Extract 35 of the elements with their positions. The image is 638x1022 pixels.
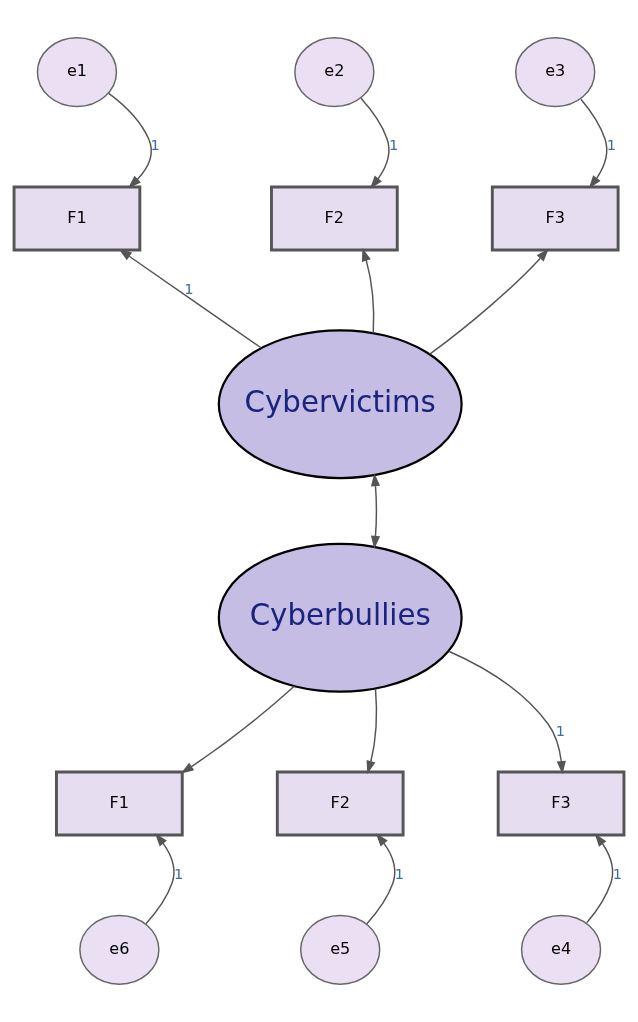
edge-label: 1 bbox=[173, 864, 184, 882]
node-box: F2 bbox=[275, 770, 405, 837]
edge-label: 1 bbox=[150, 136, 160, 154]
node-box: F1 bbox=[12, 185, 142, 252]
arrow bbox=[180, 685, 295, 774]
edge-label: 1 bbox=[606, 136, 617, 154]
node-ellipse: e5 bbox=[300, 914, 381, 985]
arrow bbox=[361, 248, 375, 334]
node-ellipse: Cyberbullies bbox=[217, 542, 463, 693]
arrow bbox=[580, 98, 608, 189]
edge-label: 1 bbox=[388, 136, 399, 154]
node-box: F3 bbox=[490, 185, 620, 252]
edge-label: 1 bbox=[555, 721, 565, 739]
arrow bbox=[118, 248, 262, 349]
node-box: F2 bbox=[270, 185, 399, 252]
node-ellipse: e1 bbox=[36, 37, 118, 108]
node-box: F1 bbox=[55, 770, 184, 837]
node-ellipse: Cybervictims bbox=[217, 329, 463, 480]
node-ellipse: e2 bbox=[294, 37, 375, 108]
node-ellipse: e6 bbox=[79, 914, 160, 985]
arrow bbox=[366, 833, 396, 925]
arrow bbox=[360, 97, 390, 189]
arrow bbox=[366, 688, 378, 774]
edge-label: 1 bbox=[184, 279, 194, 297]
arrow bbox=[429, 248, 549, 355]
arrow bbox=[107, 92, 152, 189]
arrow bbox=[145, 833, 175, 925]
arrow bbox=[586, 833, 614, 924]
arrow bbox=[370, 473, 381, 550]
edge-label: 1 bbox=[394, 864, 405, 882]
node-ellipse: e4 bbox=[520, 914, 602, 985]
node-box: F3 bbox=[496, 770, 626, 837]
node-ellipse: e3 bbox=[515, 37, 596, 108]
arrow bbox=[448, 650, 566, 775]
edge-label: 1 bbox=[612, 864, 623, 882]
